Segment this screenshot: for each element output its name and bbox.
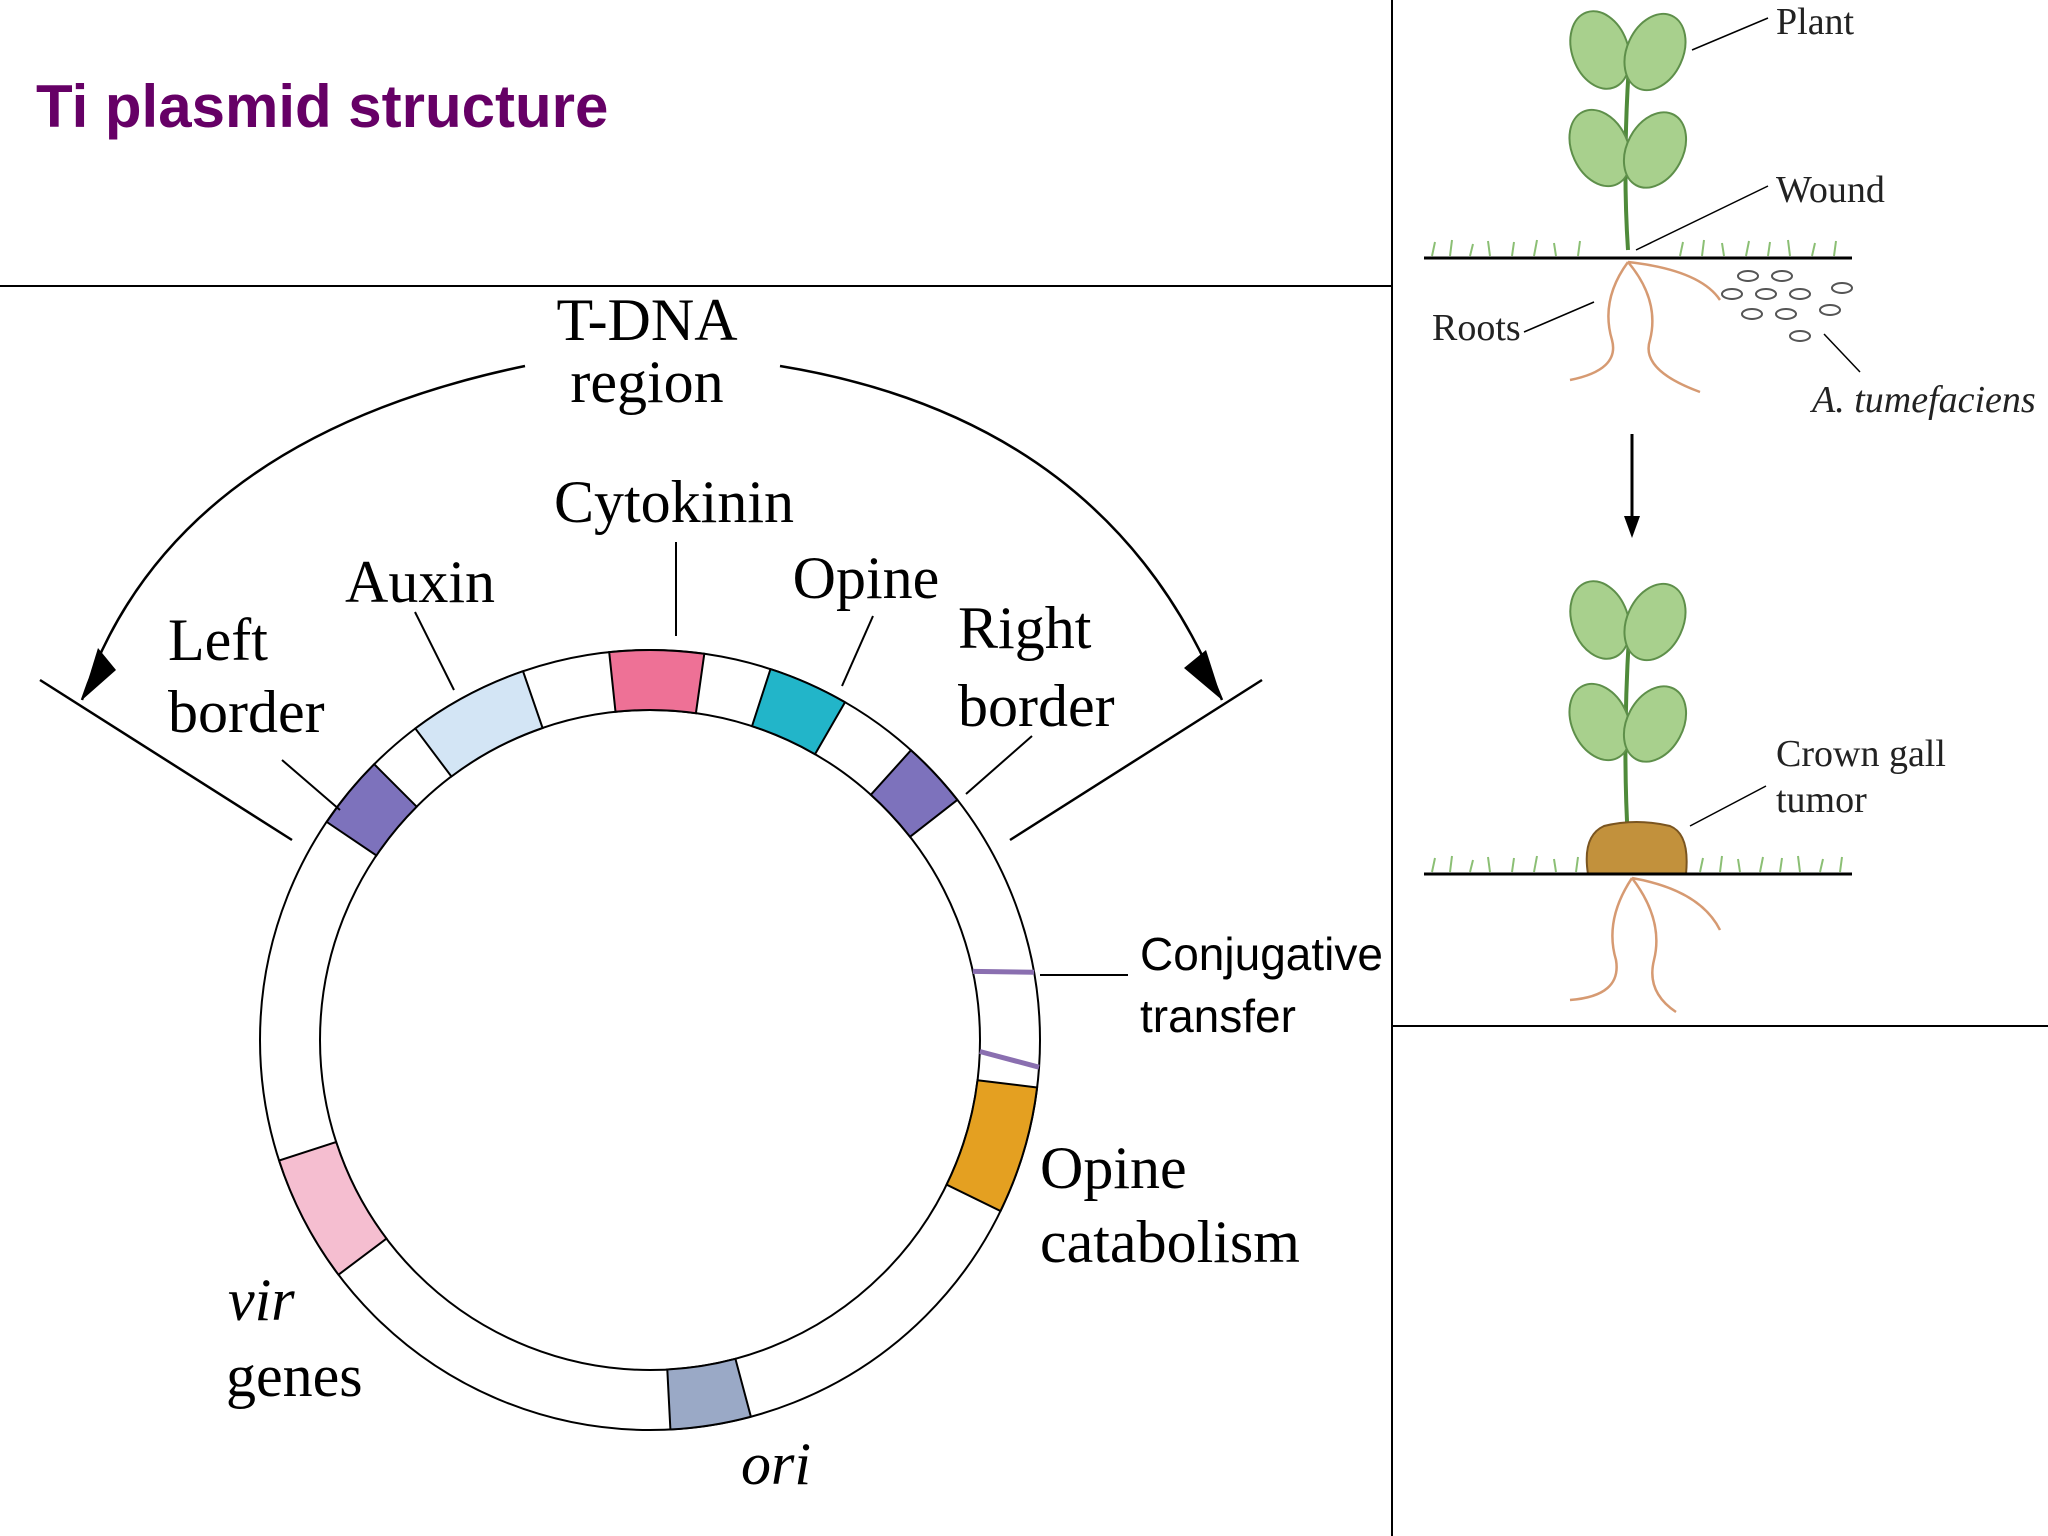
crown-gall-label-line1: Crown gall [1776, 733, 1946, 775]
auxin-segment [413, 669, 544, 778]
leader-lines [281, 542, 1128, 976]
leaf-1 [1569, 10, 1631, 90]
crown-gall-tumor [1585, 821, 1688, 875]
right-boundary-line [1009, 678, 1263, 842]
leaf-6 [1623, 582, 1687, 662]
bottom-roots [1569, 876, 1722, 1014]
top-roots [1569, 260, 1722, 394]
conjugative-label-line2: transfer [1140, 990, 1296, 1042]
roots-label: Roots [1432, 307, 1521, 349]
infection-illustration: Plant Wound Roots A. tumefaciens Crown g… [1424, 1, 2036, 1014]
vir-genes-segment [277, 1140, 388, 1277]
tdna-right-arrowhead [1184, 650, 1222, 700]
vir-label-line1: vir [228, 1267, 295, 1333]
ti-plasmid [259, 649, 1041, 1431]
tdna-left-arc [80, 364, 526, 701]
cytokinin-label: Cytokinin [554, 469, 794, 535]
leaf-4 [1622, 111, 1688, 189]
opine-catabolism-segment [945, 1079, 1039, 1213]
leaf-2 [1623, 12, 1687, 92]
tdna-left-arrowhead [82, 648, 116, 700]
vir-label-line2: genes [226, 1343, 363, 1409]
left-border-leader [281, 759, 341, 811]
tdna-label-line1: T-DNA [556, 287, 737, 353]
leaf-7 [1568, 682, 1632, 762]
auxin-leader [414, 611, 455, 691]
conjugative-transfer-mark-2 [979, 1049, 1040, 1070]
conjugative-transfer-mark-1 [972, 968, 1035, 975]
opine-label: Opine [793, 545, 940, 611]
bottom-grass [1431, 855, 1843, 873]
top-panel-leaders [1523, 17, 1861, 373]
bacterium-label: A. tumefaciens [1809, 379, 2036, 421]
ori-segment [666, 1357, 753, 1431]
left-border-label-line2: border [168, 679, 325, 745]
tdna-region-bracket [39, 364, 1263, 842]
left-boundary-line [39, 678, 293, 842]
leaf-5 [1569, 580, 1631, 660]
cytokinin-segment [608, 649, 706, 715]
right-border-leader [965, 735, 1033, 795]
leaf-8 [1622, 685, 1688, 763]
process-arrow-head [1624, 516, 1640, 538]
infected-plant: Crown gall tumor [1424, 580, 1946, 1014]
left-border-segment [325, 762, 419, 857]
conjugative-label-line1: Conjugative [1140, 928, 1383, 980]
bacteria-cluster [1721, 270, 1853, 342]
ori-label: ori [741, 1431, 811, 1497]
plant-label: Plant [1776, 1, 1855, 43]
opine-leader [841, 615, 874, 687]
wound-label: Wound [1776, 169, 1885, 211]
right-border-segment [869, 748, 959, 839]
tdna-right-arc [779, 364, 1224, 701]
healthy-plant: Plant Wound Roots A. tumefaciens [1424, 1, 2036, 421]
gall-leader [1689, 785, 1767, 827]
tdna-label-line2: region [570, 349, 723, 415]
crown-gall-label-line2: tumor [1776, 779, 1867, 821]
plasmid-inner-ring [319, 709, 981, 1371]
opine-catabolism-label-line1: Opine [1040, 1135, 1187, 1201]
right-border-label-line1: Right [958, 595, 1092, 661]
auxin-label: Auxin [345, 549, 495, 615]
top-grass [1431, 239, 1837, 257]
opine-catabolism-label-line2: catabolism [1040, 1209, 1300, 1275]
opine-segment [750, 667, 847, 756]
left-border-label-line1: Left [168, 607, 268, 673]
slide-title: Ti plasmid structure [36, 73, 609, 140]
right-border-label-line2: border [958, 673, 1115, 739]
leaf-3 [1568, 108, 1632, 188]
